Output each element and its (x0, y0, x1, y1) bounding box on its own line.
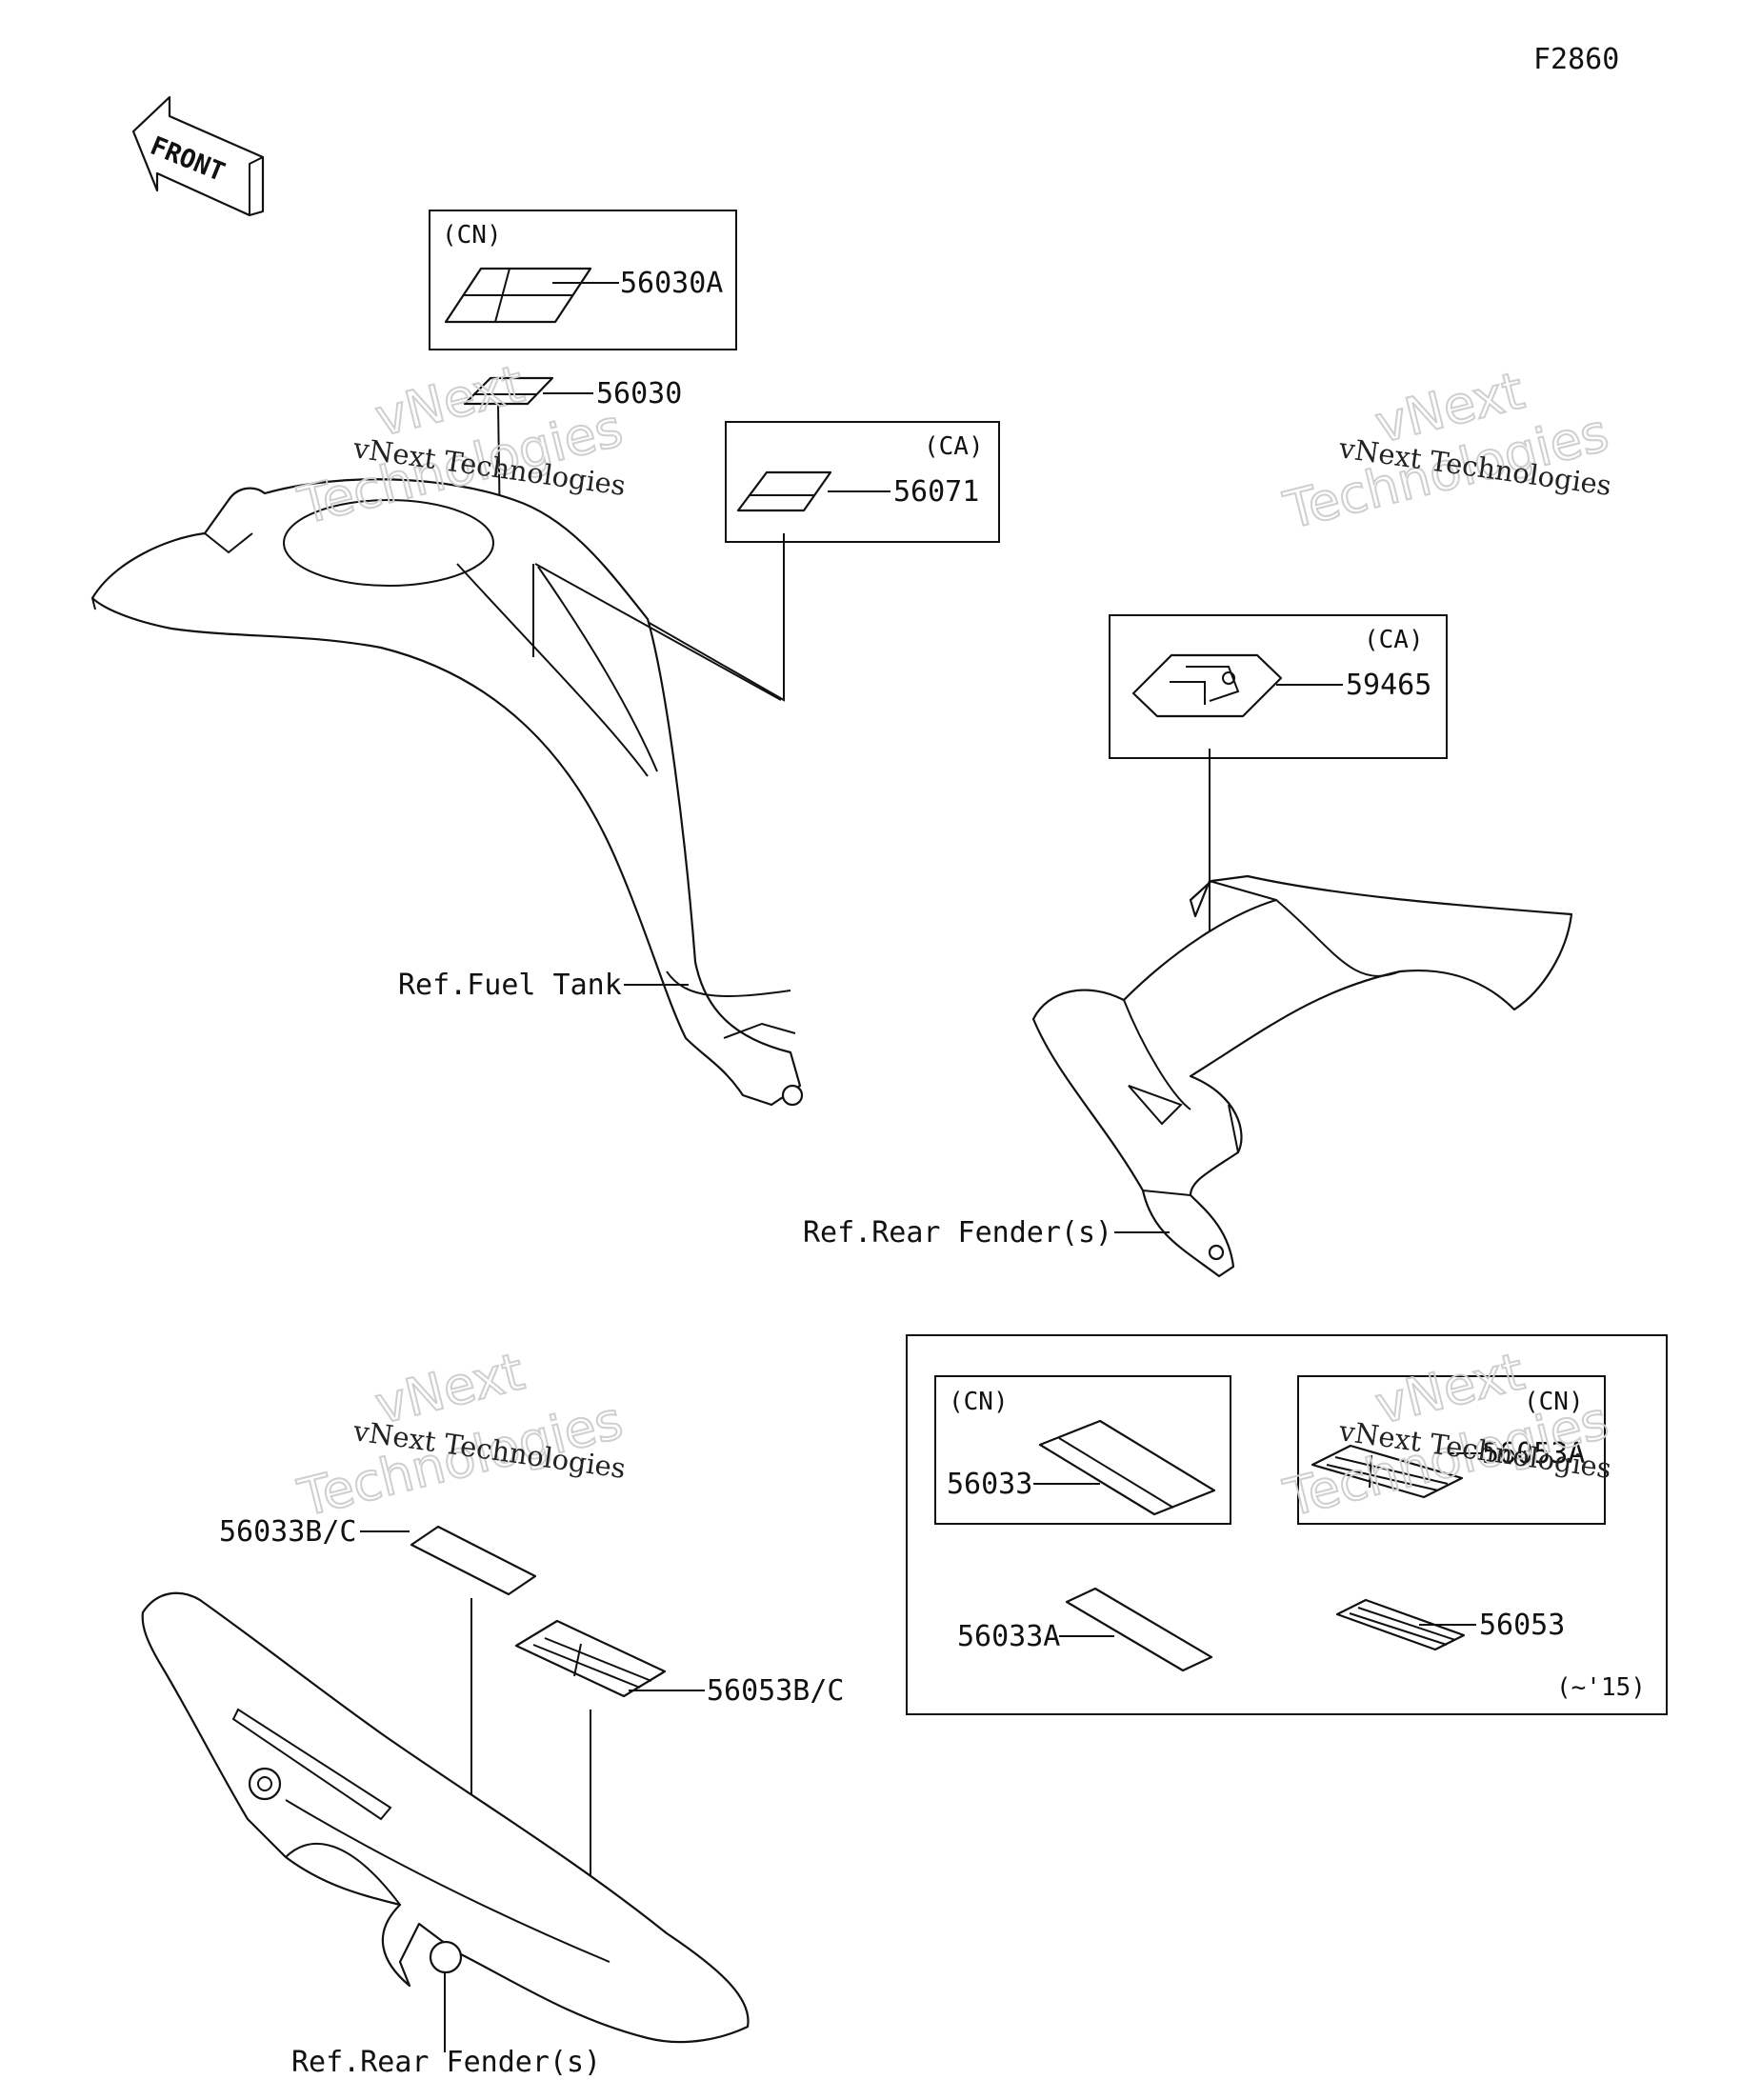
callout-56030a: 56030A (620, 267, 723, 300)
tag-cn-56033: (CN) (949, 1388, 1009, 1416)
watermark-bottom-left: vNext Technologies vNext Technologies (291, 1340, 630, 1530)
watermark-bottom-right: vNext Technologies vNext Technologies (1277, 1340, 1615, 1530)
figure-code: F2860 (1533, 43, 1619, 76)
chain-cover-icon (141, 1591, 750, 2044)
label-56030a-icon (444, 267, 592, 324)
box-ca-56071 (725, 421, 1000, 543)
tag-cn-56053a: (CN) (1524, 1388, 1584, 1416)
rear-fender-icon (1031, 874, 1573, 1278)
callout-56053: 56053 (1479, 1609, 1565, 1642)
label-56030-icon (463, 376, 554, 406)
callout-59465: 59465 (1346, 669, 1431, 702)
callout-56033a: 56033A (957, 1620, 1060, 1653)
ref-rear-fender-right: Ref.Rear Fender(s) (803, 1216, 1112, 1250)
box-cn-56030a (429, 210, 737, 350)
tag-cn-top: (CN) (442, 221, 502, 250)
callout-56053a: 56053A (1482, 1437, 1585, 1470)
watermark-top-right: vNext Technologies vNext Technologies (1277, 359, 1615, 542)
tag-year-note: (~'15) (1556, 1673, 1646, 1702)
label-56033a-icon (1065, 1587, 1213, 1672)
box-year-group (906, 1334, 1668, 1715)
box-cn-56033 (934, 1375, 1231, 1525)
label-59465-icon (1131, 653, 1283, 718)
label-56033bc-icon (410, 1525, 537, 1596)
callout-56030: 56030 (596, 377, 682, 410)
label-56053a-icon (1311, 1444, 1464, 1499)
callout-56033bc: 56033B/C (219, 1515, 357, 1549)
box-cn-56053a (1297, 1375, 1606, 1525)
label-56071-icon (736, 470, 832, 512)
callout-56071: 56071 (893, 475, 979, 509)
label-56033-icon (1038, 1419, 1216, 1516)
label-56053bc-icon (514, 1619, 667, 1698)
ref-rear-fender-bottom: Ref.Rear Fender(s) (291, 2046, 601, 2079)
tag-ca-56071: (CA) (924, 432, 984, 461)
tag-ca-59465: (CA) (1364, 626, 1424, 654)
fuel-tank-cover-icon (90, 478, 804, 1107)
callout-56053bc: 56053B/C (707, 1674, 845, 1708)
ref-fuel-tank: Ref.Fuel Tank (398, 969, 622, 1002)
box-ca-59465 (1109, 614, 1448, 759)
label-56053-icon (1335, 1598, 1466, 1651)
front-arrow-icon: FRONT (131, 95, 265, 217)
callout-56033: 56033 (947, 1468, 1032, 1501)
